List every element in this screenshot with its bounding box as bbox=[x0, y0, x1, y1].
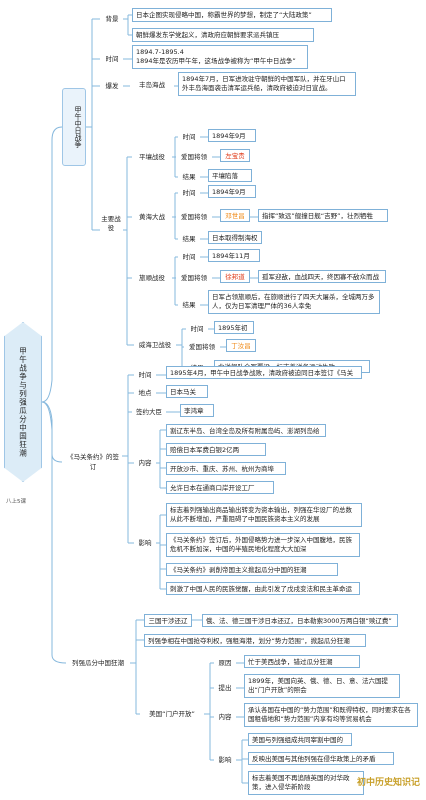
battle-result-label: 结果 bbox=[182, 301, 196, 309]
root-title: 甲午战争与列强瓜分中国狂潮 bbox=[18, 346, 28, 458]
branch-partition-title: 列强瓜分中国狂潮 bbox=[72, 659, 124, 667]
treaty-time-label: 时间 bbox=[138, 371, 152, 379]
battle-general-label: 爱国将领 bbox=[181, 153, 207, 161]
connector bbox=[41, 401, 67, 664]
open-door-impact-item: 美国与列强组成共同宰割中国的同盟 bbox=[248, 733, 352, 746]
battle-time: 1895年初 bbox=[214, 321, 254, 334]
root-node: 甲午战争与列强瓜分中国狂潮 bbox=[4, 322, 42, 482]
open-door-proposal: 1899年，美国向英、俄、德、日、意、法六国提出“门户开放”的照会 bbox=[244, 674, 400, 698]
battle-name: 威海卫战役 bbox=[138, 341, 172, 349]
branch-treaty-title: 《马关条约》的签订 bbox=[67, 453, 119, 471]
battle-deed: 指挥“致远”舰撞日舰“吉野”，壮烈牺牲 bbox=[258, 209, 388, 222]
grade-tag: 八上5课 bbox=[6, 499, 26, 505]
treaty-impact-item: 《马关条约》剥削帝国主义掀起瓜分中国的狂潮 bbox=[166, 563, 338, 576]
battle-time: 1894年9月 bbox=[208, 129, 256, 142]
battle-result: 日本取得制海权 bbox=[208, 231, 262, 244]
open-door-impact-label: 影响 bbox=[218, 756, 232, 764]
background-label: 背景 bbox=[105, 15, 119, 23]
treaty-time: 1895年4月，甲午中日战争战败，清政府被迫同日本签订《马关条约》 bbox=[166, 366, 362, 379]
treaty-content-item: 开放沙市、重庆、苏州、杭州为商埠 bbox=[166, 462, 286, 475]
battle-time: 1894年9月 bbox=[208, 185, 256, 198]
triple-intervention-text: 俄、法、德三国干涉日本还辽，日本勒索3000万两白银“赎辽费” bbox=[202, 614, 398, 627]
treaty-content-item: 割辽东半岛、台湾全岛及所有附属岛屿、澎湖列岛给日本 bbox=[166, 424, 326, 437]
open-door-reason: 忙于美西战争，错过瓜分狂潮 bbox=[244, 655, 360, 668]
battle-result-label: 结果 bbox=[182, 235, 196, 243]
battle-name: 旅顺战役 bbox=[139, 274, 165, 282]
battle-result: 平壤陷落 bbox=[208, 169, 252, 182]
connector bbox=[41, 126, 63, 403]
battle-general: 邓世昌 bbox=[220, 209, 250, 222]
treaty-content-label: 内容 bbox=[138, 459, 152, 467]
background-item: 日本企图实现侵略中国，称霸世界的梦想，制定了“大陆政策” bbox=[132, 8, 332, 22]
treaty-signer-label: 签约大臣 bbox=[136, 408, 162, 416]
branch-war bbox=[62, 88, 86, 166]
battle-name: 黄海大战 bbox=[139, 213, 165, 221]
battle-time: 1894年11月 bbox=[208, 249, 260, 262]
battle-general: 丁汝昌 bbox=[226, 339, 256, 352]
battle-general-label: 爱国将领 bbox=[181, 213, 207, 221]
treaty-place: 日本马关 bbox=[166, 385, 208, 398]
main-battles-label: 主要战役 bbox=[101, 215, 121, 232]
background-item: 朝鲜爆发东学党起义，清政府应朝鲜要求派兵镇压 bbox=[132, 28, 314, 42]
battle-result-label: 结果 bbox=[182, 173, 196, 181]
open-door-content-label: 内容 bbox=[218, 713, 232, 721]
outbreak-label: 爆发 bbox=[105, 82, 119, 90]
treaty-impact-item: 标志着列强输出商品输出转变为资本输出，列强在华设厂的总数从此不断增加，严重阻碍了… bbox=[166, 503, 362, 527]
outbreak-battle: 丰岛海战 bbox=[130, 79, 174, 93]
battle-time-label: 时间 bbox=[182, 133, 196, 141]
battle-general-label: 爱国将领 bbox=[181, 274, 207, 282]
watermark: 初中历史知识记 bbox=[356, 778, 420, 788]
battle-general: 左宝贵 bbox=[220, 149, 250, 162]
treaty-content-item: 赔偿日本军费白银2亿两 bbox=[166, 443, 266, 456]
open-door-proposal-label: 提出 bbox=[218, 684, 232, 692]
battle-general-label: 爱国将领 bbox=[189, 343, 215, 351]
battle-result: 日军占领旅顺后，在旅顺进行了四天大屠杀，全城两万多人，仅为日军清理尸体的36人幸… bbox=[208, 290, 380, 314]
war-time: 1894.7-1895.4 1894年是农历甲午年，这场战争被称为“甲午中日战争… bbox=[132, 45, 308, 69]
treaty-impact-item: 《马关条约》签订后，外国侵略势力进一步深入中国腹地，民族危机不断加深，中国的半殖… bbox=[166, 533, 360, 557]
battle-name: 平壤战役 bbox=[139, 153, 165, 161]
open-door-impact-item: 标志着美国不再追随英国的对华政策，进入侵华新阶段 bbox=[248, 771, 364, 795]
treaty-content-item: 允许日本在通商口岸开设工厂 bbox=[166, 481, 274, 494]
battle-general: 徐邦道 bbox=[220, 270, 250, 283]
battle-time-label: 时间 bbox=[182, 189, 196, 197]
open-door-content: 承认各国在中国的“势力范围”和既得特权，同时要求在各国租借地和“势力范围”内享有… bbox=[244, 703, 418, 727]
open-door-reason-label: 原因 bbox=[218, 659, 232, 667]
branch-war-title: 甲午中日战争 bbox=[74, 106, 82, 148]
treaty-place-label: 地点 bbox=[138, 389, 152, 397]
outbreak-text: 1894年7月，日军进攻驻守朝鲜的中国军队，并在牙山口外丰岛海面袭击清军运兵船，… bbox=[178, 72, 356, 96]
treaty-signer: 李鸿章 bbox=[180, 404, 214, 417]
treaty-impact-item: 刺激了中国人民的民族觉醒，由此引发了戊戌变法和民主革命运动 bbox=[166, 582, 360, 595]
triple-intervention-label: 三国干涉还辽 bbox=[144, 614, 192, 627]
open-door-label: 美国“门户开放” bbox=[149, 710, 195, 718]
battle-time-label: 时间 bbox=[190, 325, 204, 333]
treaty-impact-label: 影响 bbox=[138, 539, 152, 547]
time-label: 时间 bbox=[105, 55, 119, 63]
battle-deed: 孤军迎敌，血战四天，终因寡不敌众而战败 bbox=[258, 270, 386, 283]
battle-time-label: 时间 bbox=[182, 253, 196, 261]
open-door-impact-item: 反映出美国与其他列强在侵华政策上的矛盾 bbox=[248, 752, 394, 765]
spheres-text: 列强争相在中国抢夺利权，强租海港，划分“势力范围”，掀起瓜分狂潮 bbox=[144, 634, 366, 647]
